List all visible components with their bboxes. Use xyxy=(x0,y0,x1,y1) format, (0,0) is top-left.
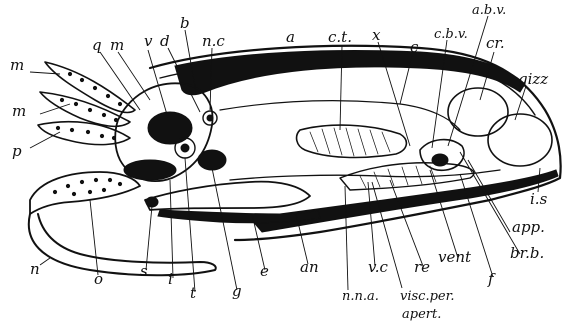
head-ganglion xyxy=(148,112,192,144)
label-i: i xyxy=(168,270,173,288)
labels: q v m b d n.c a c.t. x c c.b.v. a.b.v. c… xyxy=(10,3,548,322)
subesophageal-mass xyxy=(124,160,176,180)
label-abv: a.b.v. xyxy=(472,3,506,18)
liver-hatching xyxy=(310,128,390,156)
label-ct: c.t. xyxy=(328,28,352,46)
stomach xyxy=(448,88,508,136)
label-q: q xyxy=(92,36,102,54)
siphon-tip xyxy=(146,197,158,207)
label-o: o xyxy=(94,270,103,288)
label-g: g xyxy=(232,282,242,300)
label-m-left2: m xyxy=(12,102,26,120)
label-x: x xyxy=(372,26,381,44)
label-m-top: m xyxy=(110,36,124,54)
label-m-left1: m xyxy=(10,56,24,74)
label-apert: apert. xyxy=(402,307,441,322)
label-v: v xyxy=(144,32,153,50)
label-b: b xyxy=(180,14,190,32)
tentacle-club xyxy=(30,172,140,214)
label-re: re xyxy=(414,258,430,276)
long-tentacle xyxy=(29,214,216,275)
label-vent: vent xyxy=(438,248,472,266)
label-vc: v.c xyxy=(368,258,388,276)
gland-mass xyxy=(198,150,226,170)
label-d: d xyxy=(160,32,170,50)
label-viscper: visc.per. xyxy=(400,289,455,304)
label-nna: n.n.a. xyxy=(342,289,379,304)
label-nc: n.c xyxy=(202,32,225,50)
gizzard xyxy=(488,114,552,166)
label-gizz: gizz xyxy=(518,70,548,88)
label-f: f xyxy=(487,270,496,288)
liver xyxy=(297,125,407,157)
label-a: a xyxy=(286,28,295,46)
label-s: s xyxy=(140,262,148,280)
statocyst-core xyxy=(181,144,189,152)
intestine xyxy=(230,170,500,180)
label-c: c xyxy=(410,38,419,56)
label-n: n xyxy=(30,260,40,278)
label-cbv: c.b.v. xyxy=(434,27,468,42)
label-is: i.s xyxy=(530,190,548,208)
label-p: p xyxy=(12,142,22,160)
label-brb: br.b. xyxy=(510,244,544,262)
label-an: an xyxy=(300,258,319,276)
label-cr: cr. xyxy=(486,34,505,52)
label-e: e xyxy=(260,262,269,280)
label-t: t xyxy=(190,284,197,302)
label-app: app. xyxy=(512,218,545,236)
